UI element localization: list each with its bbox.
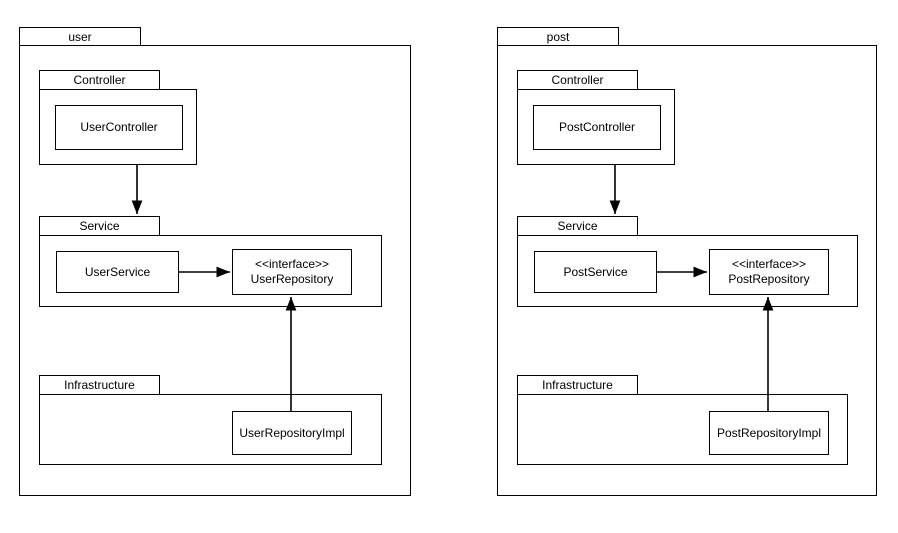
package-tab-user[interactable]: user bbox=[19, 27, 141, 46]
class-box-post-controller[interactable]: PostController bbox=[533, 105, 661, 150]
package-tab-user-service[interactable]: Service bbox=[39, 216, 160, 236]
class-name-user-controller: UserController bbox=[80, 120, 158, 134]
class-box-user-controller[interactable]: UserController bbox=[55, 105, 183, 150]
package-tab-post-infrastructure[interactable]: Infrastructure bbox=[517, 375, 638, 395]
package-label-user-service: Service bbox=[79, 219, 120, 233]
class-box-user-repository-impl[interactable]: UserRepositoryImpl bbox=[232, 411, 352, 455]
package-label-post-infrastructure: Infrastructure bbox=[542, 378, 613, 392]
class-stereotype-user-repository: <<interface>> bbox=[254, 257, 330, 271]
class-box-post-repository-impl[interactable]: PostRepositoryImpl bbox=[709, 411, 829, 455]
package-tab-user-controller[interactable]: Controller bbox=[39, 70, 160, 90]
class-name-post-repository-impl: PostRepositoryImpl bbox=[716, 425, 822, 440]
class-box-user-repository[interactable]: <<interface>> UserRepository bbox=[232, 249, 352, 295]
class-box-post-service[interactable]: PostService bbox=[534, 251, 657, 293]
package-label-post-service: Service bbox=[557, 219, 598, 233]
package-tab-post[interactable]: post bbox=[497, 27, 619, 46]
package-tab-post-service[interactable]: Service bbox=[517, 216, 638, 236]
class-name-post-service: PostService bbox=[563, 264, 628, 279]
package-label-user-controller: Controller bbox=[73, 73, 126, 87]
class-name-post-repository: PostRepository bbox=[728, 272, 810, 286]
class-name-post-controller: PostController bbox=[558, 120, 636, 134]
package-tab-user-infrastructure[interactable]: Infrastructure bbox=[39, 375, 160, 395]
package-label-post: post bbox=[546, 29, 570, 44]
class-box-user-service[interactable]: UserService bbox=[56, 251, 179, 293]
class-name-user-repository-impl: UserRepositoryImpl bbox=[239, 425, 345, 440]
class-name-user-repository: UserRepository bbox=[250, 272, 334, 286]
package-label-user-infrastructure: Infrastructure bbox=[64, 378, 135, 392]
class-name-user-service: UserService bbox=[84, 264, 151, 279]
class-stereotype-post-repository: <<interface>> bbox=[731, 257, 807, 271]
class-box-post-repository[interactable]: <<interface>> PostRepository bbox=[709, 249, 829, 295]
package-tab-post-controller[interactable]: Controller bbox=[517, 70, 638, 90]
package-label-post-controller: Controller bbox=[551, 73, 604, 87]
package-label-user: user bbox=[68, 29, 92, 44]
